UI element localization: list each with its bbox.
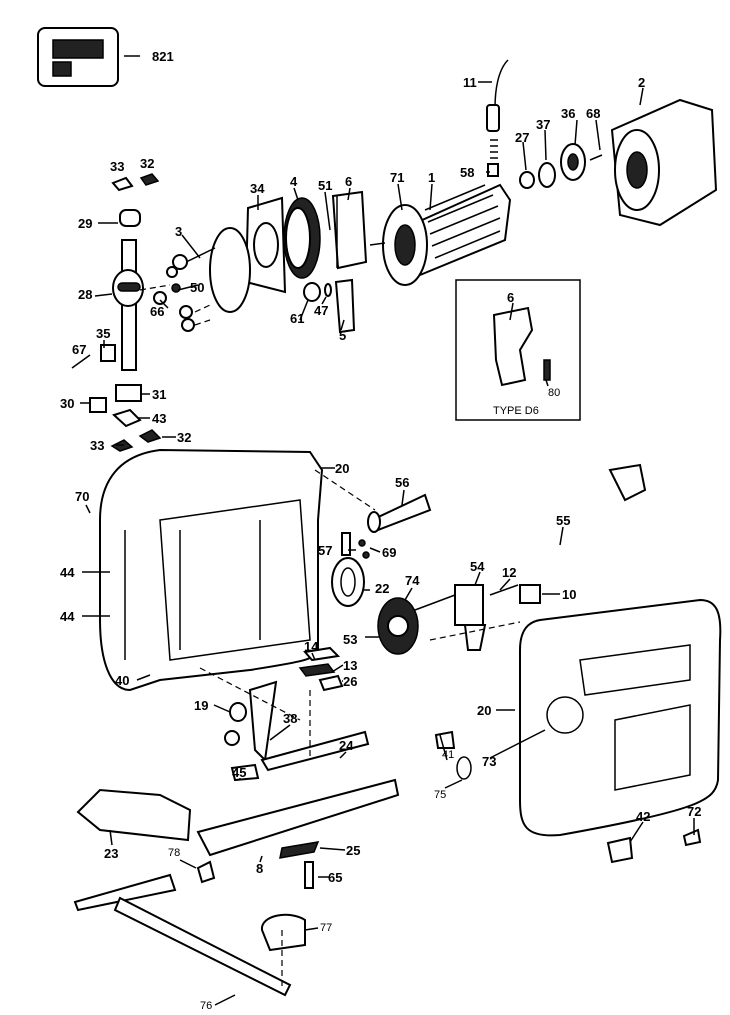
base-parts bbox=[73, 469, 702, 997]
part-label: 10 bbox=[562, 587, 576, 602]
right-housing-part bbox=[519, 598, 722, 837]
part-label: 32 bbox=[177, 430, 191, 445]
part-label: 19 bbox=[194, 698, 208, 713]
brush-part bbox=[486, 59, 509, 177]
part-label: 14 bbox=[304, 639, 319, 654]
part-label: 74 bbox=[405, 573, 420, 588]
part-label: 53 bbox=[343, 632, 357, 647]
clamp-parts bbox=[331, 532, 370, 607]
screws-part bbox=[153, 283, 211, 332]
part-label: 56 bbox=[395, 475, 409, 490]
part-label: 28 bbox=[78, 287, 92, 302]
part-label: 11 bbox=[463, 75, 477, 90]
part-label: 26 bbox=[343, 674, 357, 689]
part-label: 13 bbox=[343, 658, 357, 673]
part-label: 45 bbox=[232, 765, 246, 780]
part-label: 61 bbox=[290, 311, 304, 326]
part-label: 50 bbox=[190, 280, 204, 295]
part-label: 44 bbox=[60, 609, 75, 624]
part-label: 2 bbox=[638, 75, 645, 90]
part-label: 47 bbox=[314, 303, 328, 318]
part-label: 42 bbox=[636, 809, 650, 824]
part-label: 44 bbox=[60, 565, 75, 580]
part-label: 29 bbox=[78, 216, 92, 231]
inset-caption: TYPE D6 bbox=[493, 405, 539, 417]
part-label: 36 bbox=[561, 106, 575, 121]
part-label: 41 bbox=[442, 749, 454, 761]
left-housing-part bbox=[99, 448, 324, 692]
label-card-part bbox=[37, 27, 140, 87]
part-label: 12 bbox=[502, 565, 516, 580]
part-label: 27 bbox=[515, 130, 529, 145]
part-label: 5 bbox=[339, 328, 346, 343]
type-d6-inset bbox=[455, 279, 581, 421]
part-label: 33 bbox=[110, 159, 124, 174]
part-label: 51 bbox=[318, 178, 332, 193]
part-label: 1 bbox=[428, 170, 435, 185]
part-label: 35 bbox=[96, 326, 110, 341]
part-label: 76 bbox=[200, 1000, 212, 1012]
part-label: 20 bbox=[477, 703, 491, 718]
part-label: 32 bbox=[140, 156, 154, 171]
part-label: 70 bbox=[75, 489, 89, 504]
plunger-part bbox=[112, 209, 171, 371]
armature-part bbox=[369, 183, 512, 286]
part-label: 3 bbox=[175, 224, 182, 239]
part-label: 73 bbox=[482, 754, 496, 769]
part-label: 68 bbox=[586, 106, 600, 121]
part-label: 34 bbox=[250, 181, 265, 196]
part-label: 77 bbox=[320, 922, 332, 934]
part-label: 75 bbox=[434, 789, 446, 801]
small-parts-61-47-5 bbox=[303, 278, 356, 334]
part-label: 58 bbox=[460, 165, 474, 180]
part-label: 71 bbox=[390, 170, 404, 185]
cam-plate-part bbox=[166, 227, 251, 313]
part-label: 33 bbox=[90, 438, 104, 453]
motor-field-part bbox=[610, 98, 718, 227]
part-label: 31 bbox=[152, 387, 166, 402]
part-label: 23 bbox=[104, 846, 118, 861]
gear-parts bbox=[244, 190, 368, 294]
part-label: 40 bbox=[115, 673, 129, 688]
part-label: 25 bbox=[346, 843, 360, 858]
cord-part bbox=[367, 463, 647, 548]
part-label: 57 bbox=[318, 543, 332, 558]
leader-lines bbox=[80, 81, 695, 1006]
part-label: 24 bbox=[339, 738, 354, 753]
part-label: 6 bbox=[345, 174, 352, 189]
part-label: 80 bbox=[548, 387, 560, 399]
part-label: 54 bbox=[470, 559, 485, 574]
part-label: 72 bbox=[687, 804, 701, 819]
switch-parts bbox=[377, 584, 541, 655]
blocks-part bbox=[71, 173, 162, 452]
part-label: 43 bbox=[152, 411, 166, 426]
part-labels: 821 11 2 36 68 37 27 58 71 1 6 51 4 34 3… bbox=[60, 49, 701, 1012]
part-label: 67 bbox=[72, 342, 86, 357]
part-label: 8 bbox=[256, 861, 263, 876]
part-label: 69 bbox=[382, 545, 396, 560]
part-label: 22 bbox=[375, 581, 389, 596]
part-label: 821 bbox=[152, 49, 174, 64]
part-label: 78 bbox=[168, 847, 180, 859]
part-label: 6 bbox=[507, 290, 514, 305]
part-label: 20 bbox=[335, 461, 349, 476]
part-label: 4 bbox=[290, 174, 298, 189]
part-label: 66 bbox=[150, 304, 164, 319]
part-label: 37 bbox=[536, 117, 550, 132]
part-label: 55 bbox=[556, 513, 570, 528]
part-label: 30 bbox=[60, 396, 74, 411]
part-label: 38 bbox=[283, 711, 297, 726]
part-label: 65 bbox=[328, 870, 342, 885]
bearings-part bbox=[519, 143, 603, 189]
